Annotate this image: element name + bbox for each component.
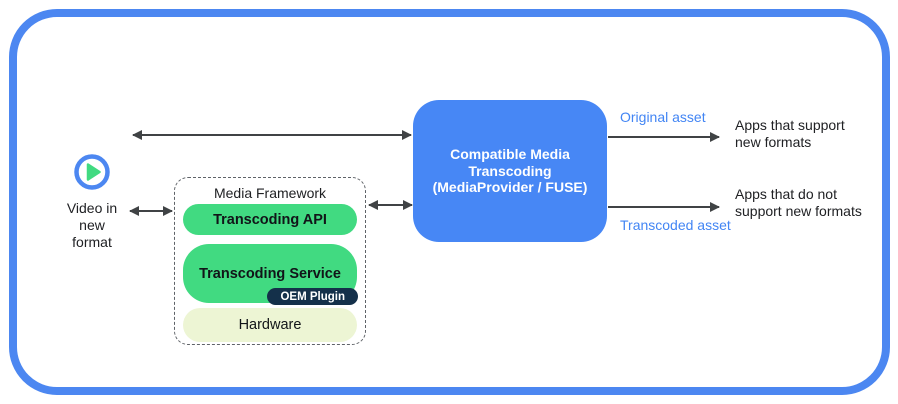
transcoding-service-label: Transcoding Service [199,265,341,282]
media-framework-box: Media Framework Transcoding API Transcod… [174,177,366,345]
arrow-transcoded-asset [608,202,720,212]
transcoding-service-layer: Transcoding Service OEM Plugin [183,244,358,305]
play-icon [72,152,112,192]
original-asset-label: Original asset [620,109,706,125]
hardware-layer: Hardware [183,308,357,342]
video-source-label: Video in new format [66,200,118,250]
arrow-source-to-transcoder [132,130,412,140]
oem-plugin-badge: OEM Plugin [267,288,358,305]
arrow-framework-to-transcoder [368,200,413,210]
arrow-source-to-framework [129,206,173,216]
media-framework-title: Media Framework [213,185,327,201]
transcoding-api-layer: Transcoding API [183,204,357,235]
arrow-original-asset [608,132,720,142]
compatible-media-transcoding-box: Compatible Media Transcoding (MediaProvi… [413,100,607,242]
apps-no-support-label: Apps that do not support new formats [735,186,862,219]
diagram-border-frame [9,9,890,395]
transcoded-asset-label: Transcoded asset [620,217,731,233]
apps-support-label: Apps that support new formats [735,117,845,150]
